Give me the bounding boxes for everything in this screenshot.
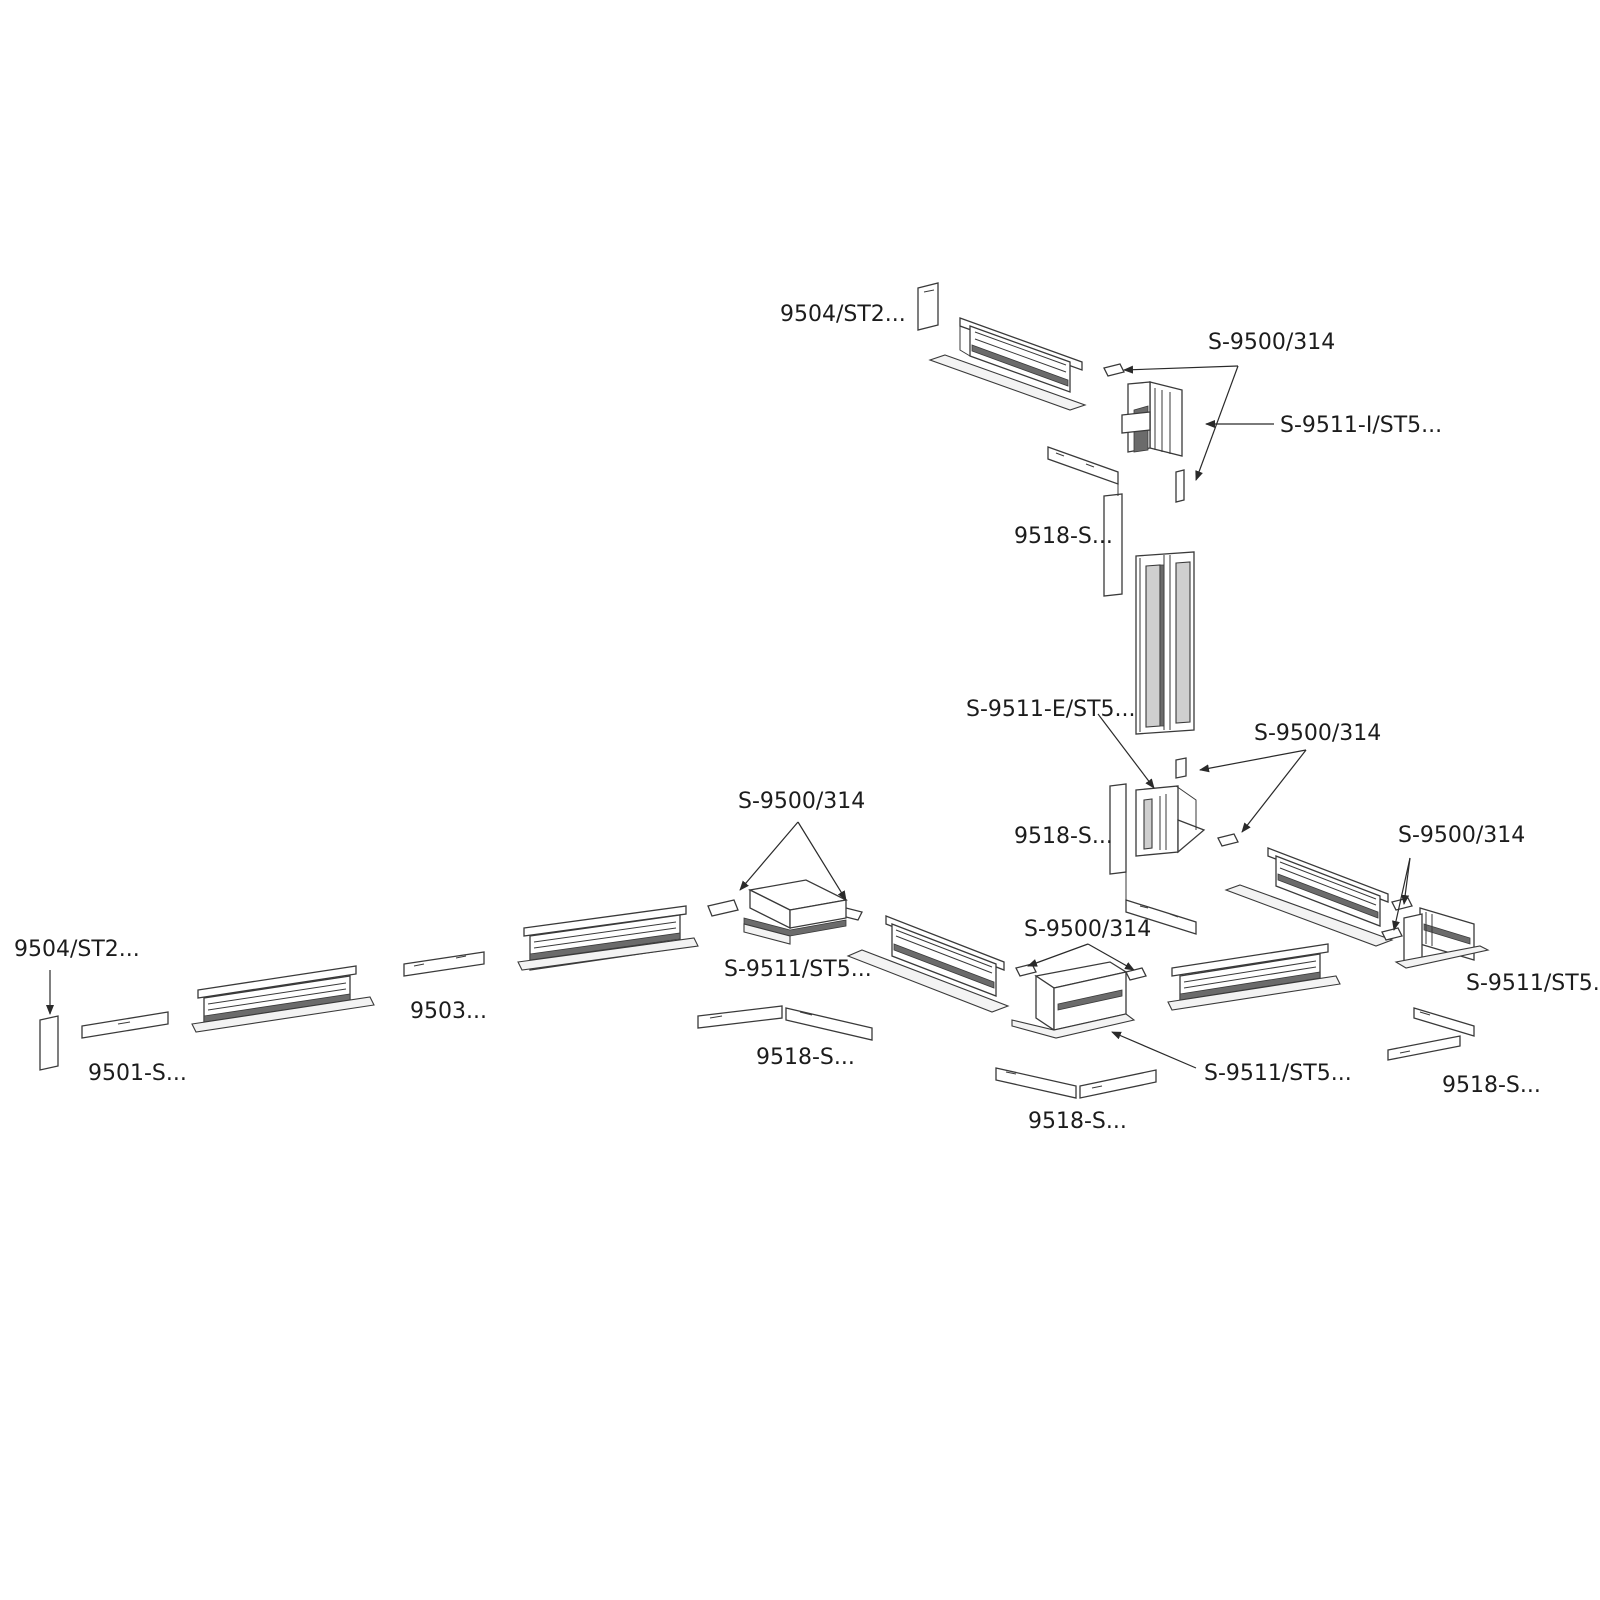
internal-corner xyxy=(1121,381,1183,457)
label-connector-center: S-9500/314 xyxy=(1024,917,1151,942)
label-flex-top: 9518-S... xyxy=(1014,524,1113,549)
corner-left xyxy=(743,879,849,945)
label-connector-mid: S-9500/314 xyxy=(1254,721,1381,746)
label-flex-left: 9518-S... xyxy=(756,1045,855,1070)
label-endcap-left: 9504/ST2... xyxy=(14,937,140,962)
track-right-upper xyxy=(1224,847,1394,947)
flex-connector-mid xyxy=(1109,783,1197,935)
flex-connector-center xyxy=(995,1067,1157,1099)
external-corner xyxy=(1135,785,1206,857)
label-straight-connector: 9503... xyxy=(410,999,487,1024)
label-corner-center: S-9511/ST5... xyxy=(1204,1061,1352,1086)
end-cap-left xyxy=(39,1015,59,1071)
label-power-connector: 9501-S... xyxy=(88,1061,187,1086)
track-center xyxy=(846,915,1010,1013)
track-vertical xyxy=(1135,551,1195,735)
label-corner-right: S-9511/ST5... xyxy=(1466,971,1600,996)
connector-plate-center xyxy=(1015,963,1147,981)
label-flex-right: 9518-S... xyxy=(1442,1073,1541,1098)
track-top xyxy=(928,317,1087,411)
leader-arrows xyxy=(46,365,1411,1069)
power-connector xyxy=(81,1011,169,1039)
corner-center xyxy=(1011,961,1136,1039)
track-left xyxy=(191,965,375,1033)
label-connector-right: S-9500/314 xyxy=(1398,823,1525,848)
track-left-center xyxy=(517,905,699,971)
flex-connector-top xyxy=(1047,446,1123,597)
label-corner-internal: S-9511-I/ST5... xyxy=(1280,413,1442,438)
label-connector-left: S-9500/314 xyxy=(738,789,865,814)
connector-plate-mid xyxy=(1175,757,1239,847)
label-flex-mid: 9518-S... xyxy=(1014,824,1113,849)
label-endcap-top: 9504/ST2... xyxy=(780,302,906,327)
track-right-lower xyxy=(1167,943,1341,1011)
label-flex-center: 9518-S... xyxy=(1028,1109,1127,1134)
flex-connector-left xyxy=(697,1005,873,1041)
label-corner-external: S-9511-E/ST5... xyxy=(966,697,1136,722)
end-cap-top xyxy=(917,282,939,331)
label-connector-top: S-9500/314 xyxy=(1208,330,1335,355)
corner-right xyxy=(1394,907,1490,969)
straight-connector xyxy=(403,951,485,977)
flex-connector-right xyxy=(1387,1007,1475,1061)
label-corner-left: S-9511/ST5... xyxy=(724,957,872,982)
